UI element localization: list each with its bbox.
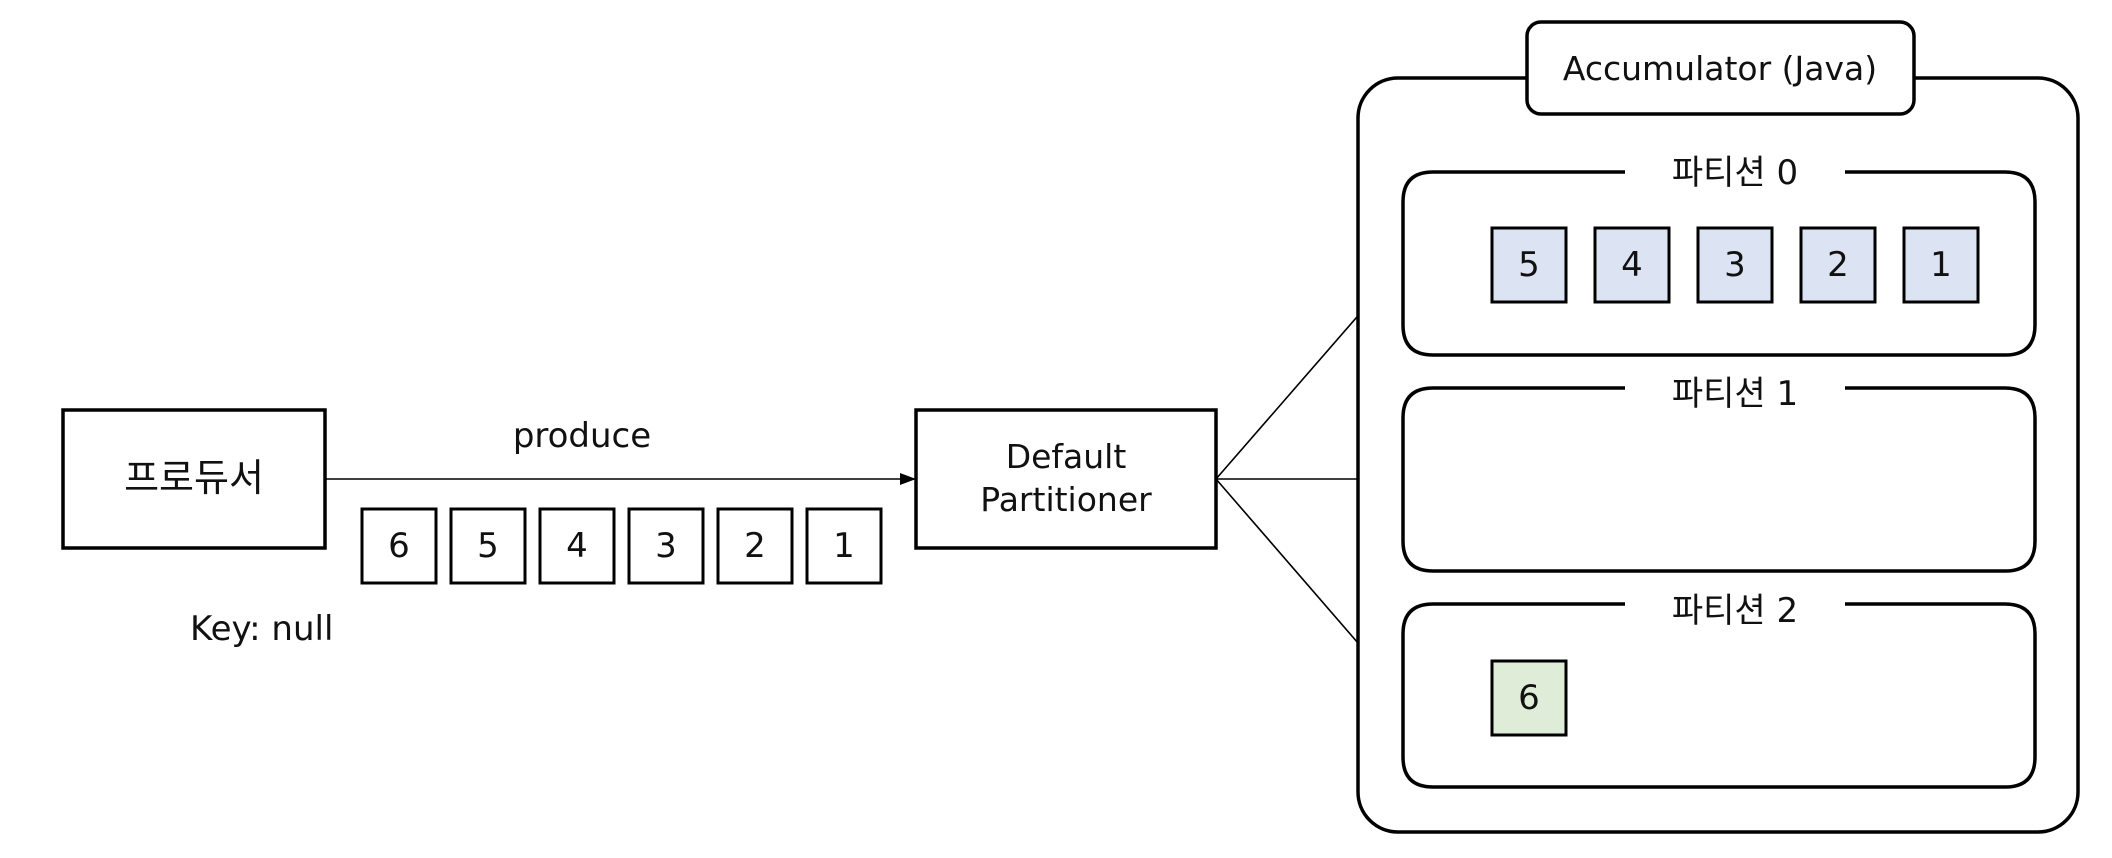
incoming-message-3: 3 xyxy=(627,507,705,585)
incoming-message-box-0 xyxy=(360,507,438,585)
incoming-message-label-4: 2 xyxy=(744,526,766,566)
partition-2-message-label-0: 6 xyxy=(1518,678,1540,718)
partition-0-message-1: 4 xyxy=(1593,226,1671,304)
partition-0-message-box-2 xyxy=(1696,226,1774,304)
partition-2-title: 파티션 2 xyxy=(1672,591,1798,631)
partition-0-message-2: 3 xyxy=(1696,226,1774,304)
partition-0-message-box-1 xyxy=(1593,226,1671,304)
partition-0-message-label-1: 4 xyxy=(1621,245,1643,285)
incoming-message-4: 2 xyxy=(716,507,794,585)
partition-0-message-box-0 xyxy=(1490,226,1568,304)
incoming-message-label-3: 3 xyxy=(655,526,677,566)
partition-0-message-label-2: 3 xyxy=(1724,245,1746,285)
incoming-message-queue: 6 5 4 3 2 1 xyxy=(360,507,883,585)
partition-1-box xyxy=(1401,386,2037,573)
partition-2-message-queue: 6 xyxy=(1490,659,1568,737)
incoming-message-label-0: 6 xyxy=(388,526,410,566)
accumulator-title-box xyxy=(1525,20,1916,116)
default-partitioner-node: Default Partitioner xyxy=(914,408,1218,550)
partition-0-message-label-0: 5 xyxy=(1518,245,1540,285)
incoming-message-0: 6 xyxy=(360,507,438,585)
partition-0-message-label-4: 1 xyxy=(1930,245,1952,285)
producer-box xyxy=(61,408,327,550)
partition-2: 파티션 2 6 xyxy=(1401,591,2037,789)
incoming-message-2: 4 xyxy=(538,507,616,585)
partitioner-label-line1: Default xyxy=(1006,437,1127,476)
partition-0-message-3: 2 xyxy=(1799,226,1877,304)
incoming-message-box-1 xyxy=(449,507,527,585)
partition-0-message-label-3: 2 xyxy=(1827,245,1849,285)
partition-0-box xyxy=(1401,170,2037,357)
incoming-message-box-5 xyxy=(805,507,883,585)
producer-node: 프로듀서 xyxy=(61,408,327,550)
partition-2-message-box-0 xyxy=(1490,659,1568,737)
incoming-message-1: 5 xyxy=(449,507,527,585)
partition-0-message-queue: 5 4 3 2 1 xyxy=(1490,226,1980,304)
partition-0-message-box-4 xyxy=(1902,226,1980,304)
partitioner-label-line2: Partitioner xyxy=(980,480,1152,519)
incoming-message-box-3 xyxy=(627,507,705,585)
incoming-message-label-5: 1 xyxy=(833,526,855,566)
producer-label: 프로듀서 xyxy=(124,456,264,500)
partition-0-message-box-3 xyxy=(1799,226,1877,304)
key-label: Key: null xyxy=(190,609,333,649)
partition-0-title: 파티션 0 xyxy=(1672,153,1798,193)
incoming-message-5: 1 xyxy=(805,507,883,585)
incoming-message-box-2 xyxy=(538,507,616,585)
partition-0-message-4: 1 xyxy=(1902,226,1980,304)
incoming-message-label-1: 5 xyxy=(477,526,499,566)
partitioner-box xyxy=(914,408,1218,550)
produce-label: produce xyxy=(513,416,651,456)
partition-2-box xyxy=(1401,602,2037,789)
partition-0-message-0: 5 xyxy=(1490,226,1568,304)
partition-0: 파티션 0 5 4 3 2 1 xyxy=(1401,153,2037,357)
partition-1-title: 파티션 1 xyxy=(1672,374,1798,414)
incoming-message-box-4 xyxy=(716,507,794,585)
produce-edge: produce xyxy=(325,416,916,485)
partition-2-message-0: 6 xyxy=(1490,659,1568,737)
incoming-message-label-2: 4 xyxy=(566,526,588,566)
partition-1: 파티션 1 xyxy=(1401,374,2037,573)
accumulator-title: Accumulator (Java) xyxy=(1563,49,1877,88)
accumulator-container: Accumulator (Java) xyxy=(1356,20,2080,834)
